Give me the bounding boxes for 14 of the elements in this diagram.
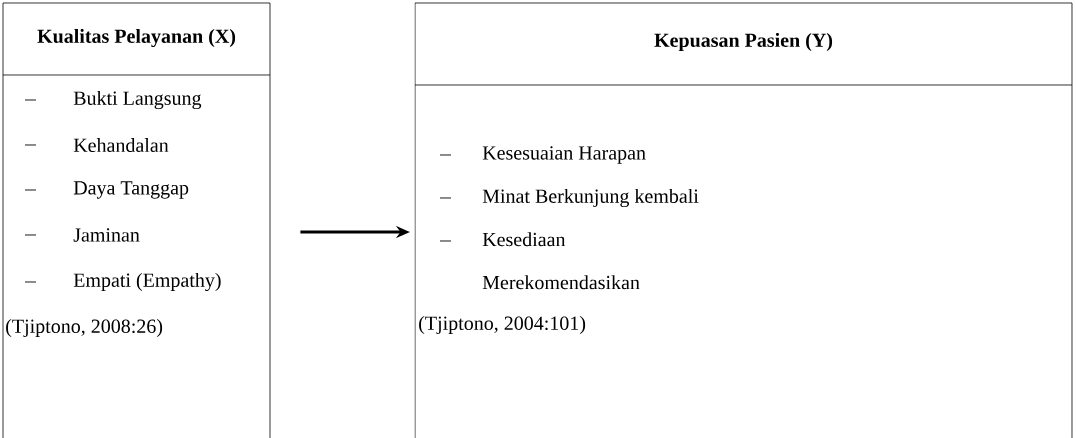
list-item: Minat Berkunjung kembali [482, 188, 699, 208]
list-item: Jaminan [73, 228, 140, 242]
table-box [2, 2, 271, 438]
list-item: Empati (Empathy) [73, 272, 221, 292]
list-item: Kesesuaian Harapan [482, 146, 646, 164]
header-text: Kepuasan Pasien (Y) [654, 32, 833, 52]
citation-text: (Tjiptono, 2004:101) [419, 315, 586, 335]
list-item: Daya Tanggap [73, 181, 189, 199]
list-item: Bukti Langsung [73, 90, 202, 110]
list-item: Kesediaan Merekomendasikan [482, 232, 640, 290]
citation-text: (Tjiptono, 2008:26) [6, 318, 163, 338]
table-box [414, 2, 1073, 438]
list-item: Kehandalan [73, 137, 169, 152]
header-text: Kualitas Pelayanan (X) [37, 28, 236, 48]
